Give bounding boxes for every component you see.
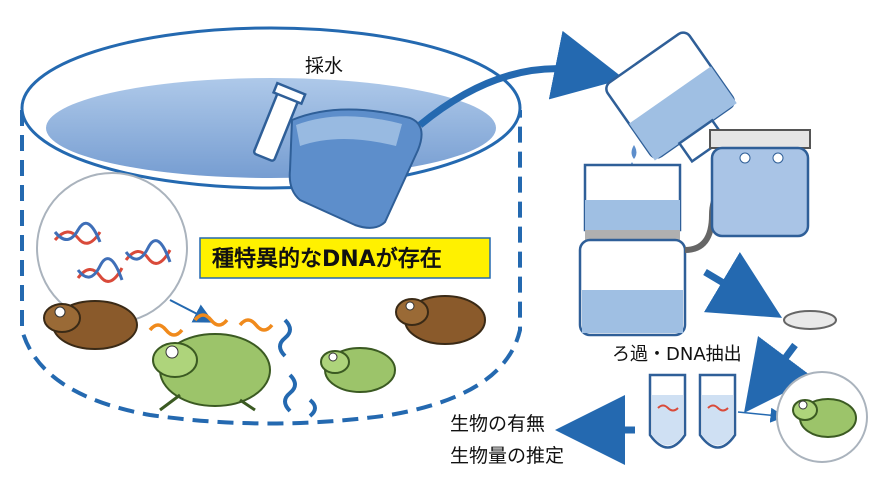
filtration-funnel bbox=[583, 163, 682, 240]
dna-helix-3 bbox=[124, 239, 172, 265]
dna-bubble bbox=[36, 172, 214, 324]
arrow-to-bottle bbox=[417, 30, 625, 128]
dna-helix-1 bbox=[53, 221, 102, 245]
pond-dashed-outline bbox=[20, 110, 522, 426]
frog-brown-left bbox=[43, 300, 138, 350]
filtration-label: ろ過・DNA抽出 bbox=[612, 344, 742, 365]
arrow-to-filter bbox=[703, 252, 783, 318]
orange-dna-squiggles bbox=[148, 313, 274, 337]
frog-id-bubble bbox=[776, 371, 868, 463]
collection-flask bbox=[578, 238, 687, 337]
test-tube-1 bbox=[648, 373, 687, 449]
sampling-bag bbox=[252, 81, 423, 229]
arrow-to-tubes bbox=[744, 336, 814, 413]
frog-brown-right bbox=[395, 295, 486, 345]
dna-helix-2 bbox=[76, 257, 124, 283]
tube-to-frog-pointer bbox=[737, 407, 786, 423]
test-tube-2 bbox=[698, 373, 737, 449]
result-label-line1: 生物の有無 bbox=[450, 413, 545, 435]
result-label-line2: 生物量の推定 bbox=[450, 445, 564, 467]
frog-green-small bbox=[320, 347, 396, 393]
dna-label-text: 種特異的なDNAが存在 bbox=[212, 246, 442, 272]
filter-disc bbox=[783, 310, 837, 330]
dna-label-box bbox=[199, 237, 491, 279]
sampling-label: 採水 bbox=[305, 55, 343, 77]
blue-dna-squiggles bbox=[278, 318, 317, 418]
frog-green-center bbox=[152, 333, 271, 412]
vacuum-pump bbox=[709, 129, 811, 238]
